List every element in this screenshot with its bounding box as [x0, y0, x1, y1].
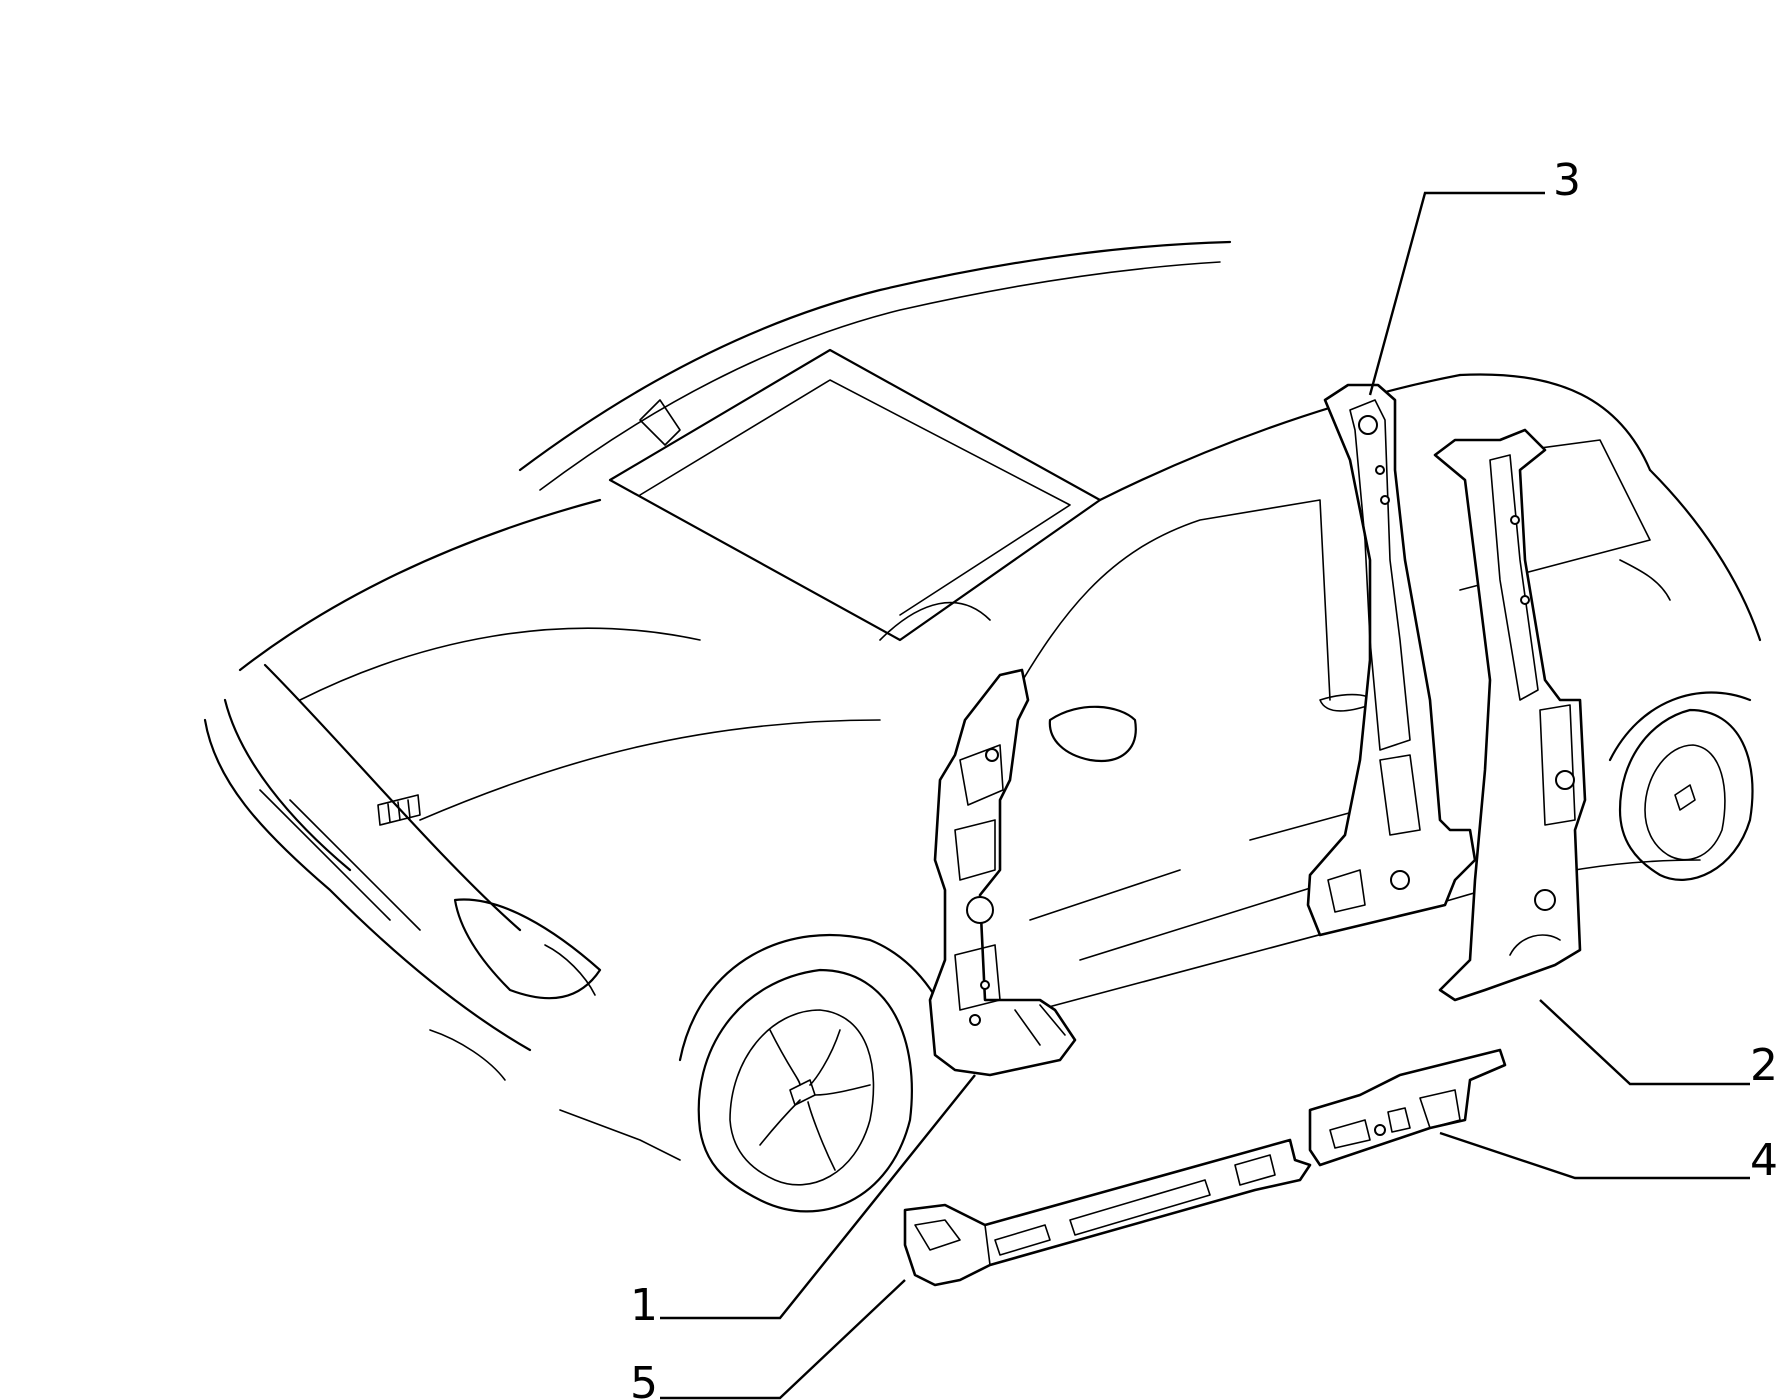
callout-3: 3	[1553, 155, 1581, 206]
callout-2: 2	[1750, 1040, 1778, 1091]
part-1-front-pillar	[928, 668, 1077, 1077]
callout-1: 1	[630, 1280, 658, 1331]
part-2-rear-pillar	[1433, 428, 1587, 1002]
callout-4: 4	[1750, 1135, 1778, 1186]
leader-4	[1439, 1131, 1750, 1180]
leader-2	[1539, 999, 1750, 1086]
callout-labels: 1 2 3 4 5	[630, 155, 1778, 1400]
leader-1	[660, 1074, 976, 1320]
callout-5: 5	[630, 1358, 658, 1400]
leader-3	[1368, 191, 1545, 396]
leader-lines	[660, 191, 1750, 1400]
part-4-rear-sill	[1308, 1048, 1507, 1167]
leader-5	[660, 1279, 906, 1400]
part-5-front-sill	[903, 1138, 1312, 1287]
part-3-center-pillar	[1306, 383, 1477, 937]
